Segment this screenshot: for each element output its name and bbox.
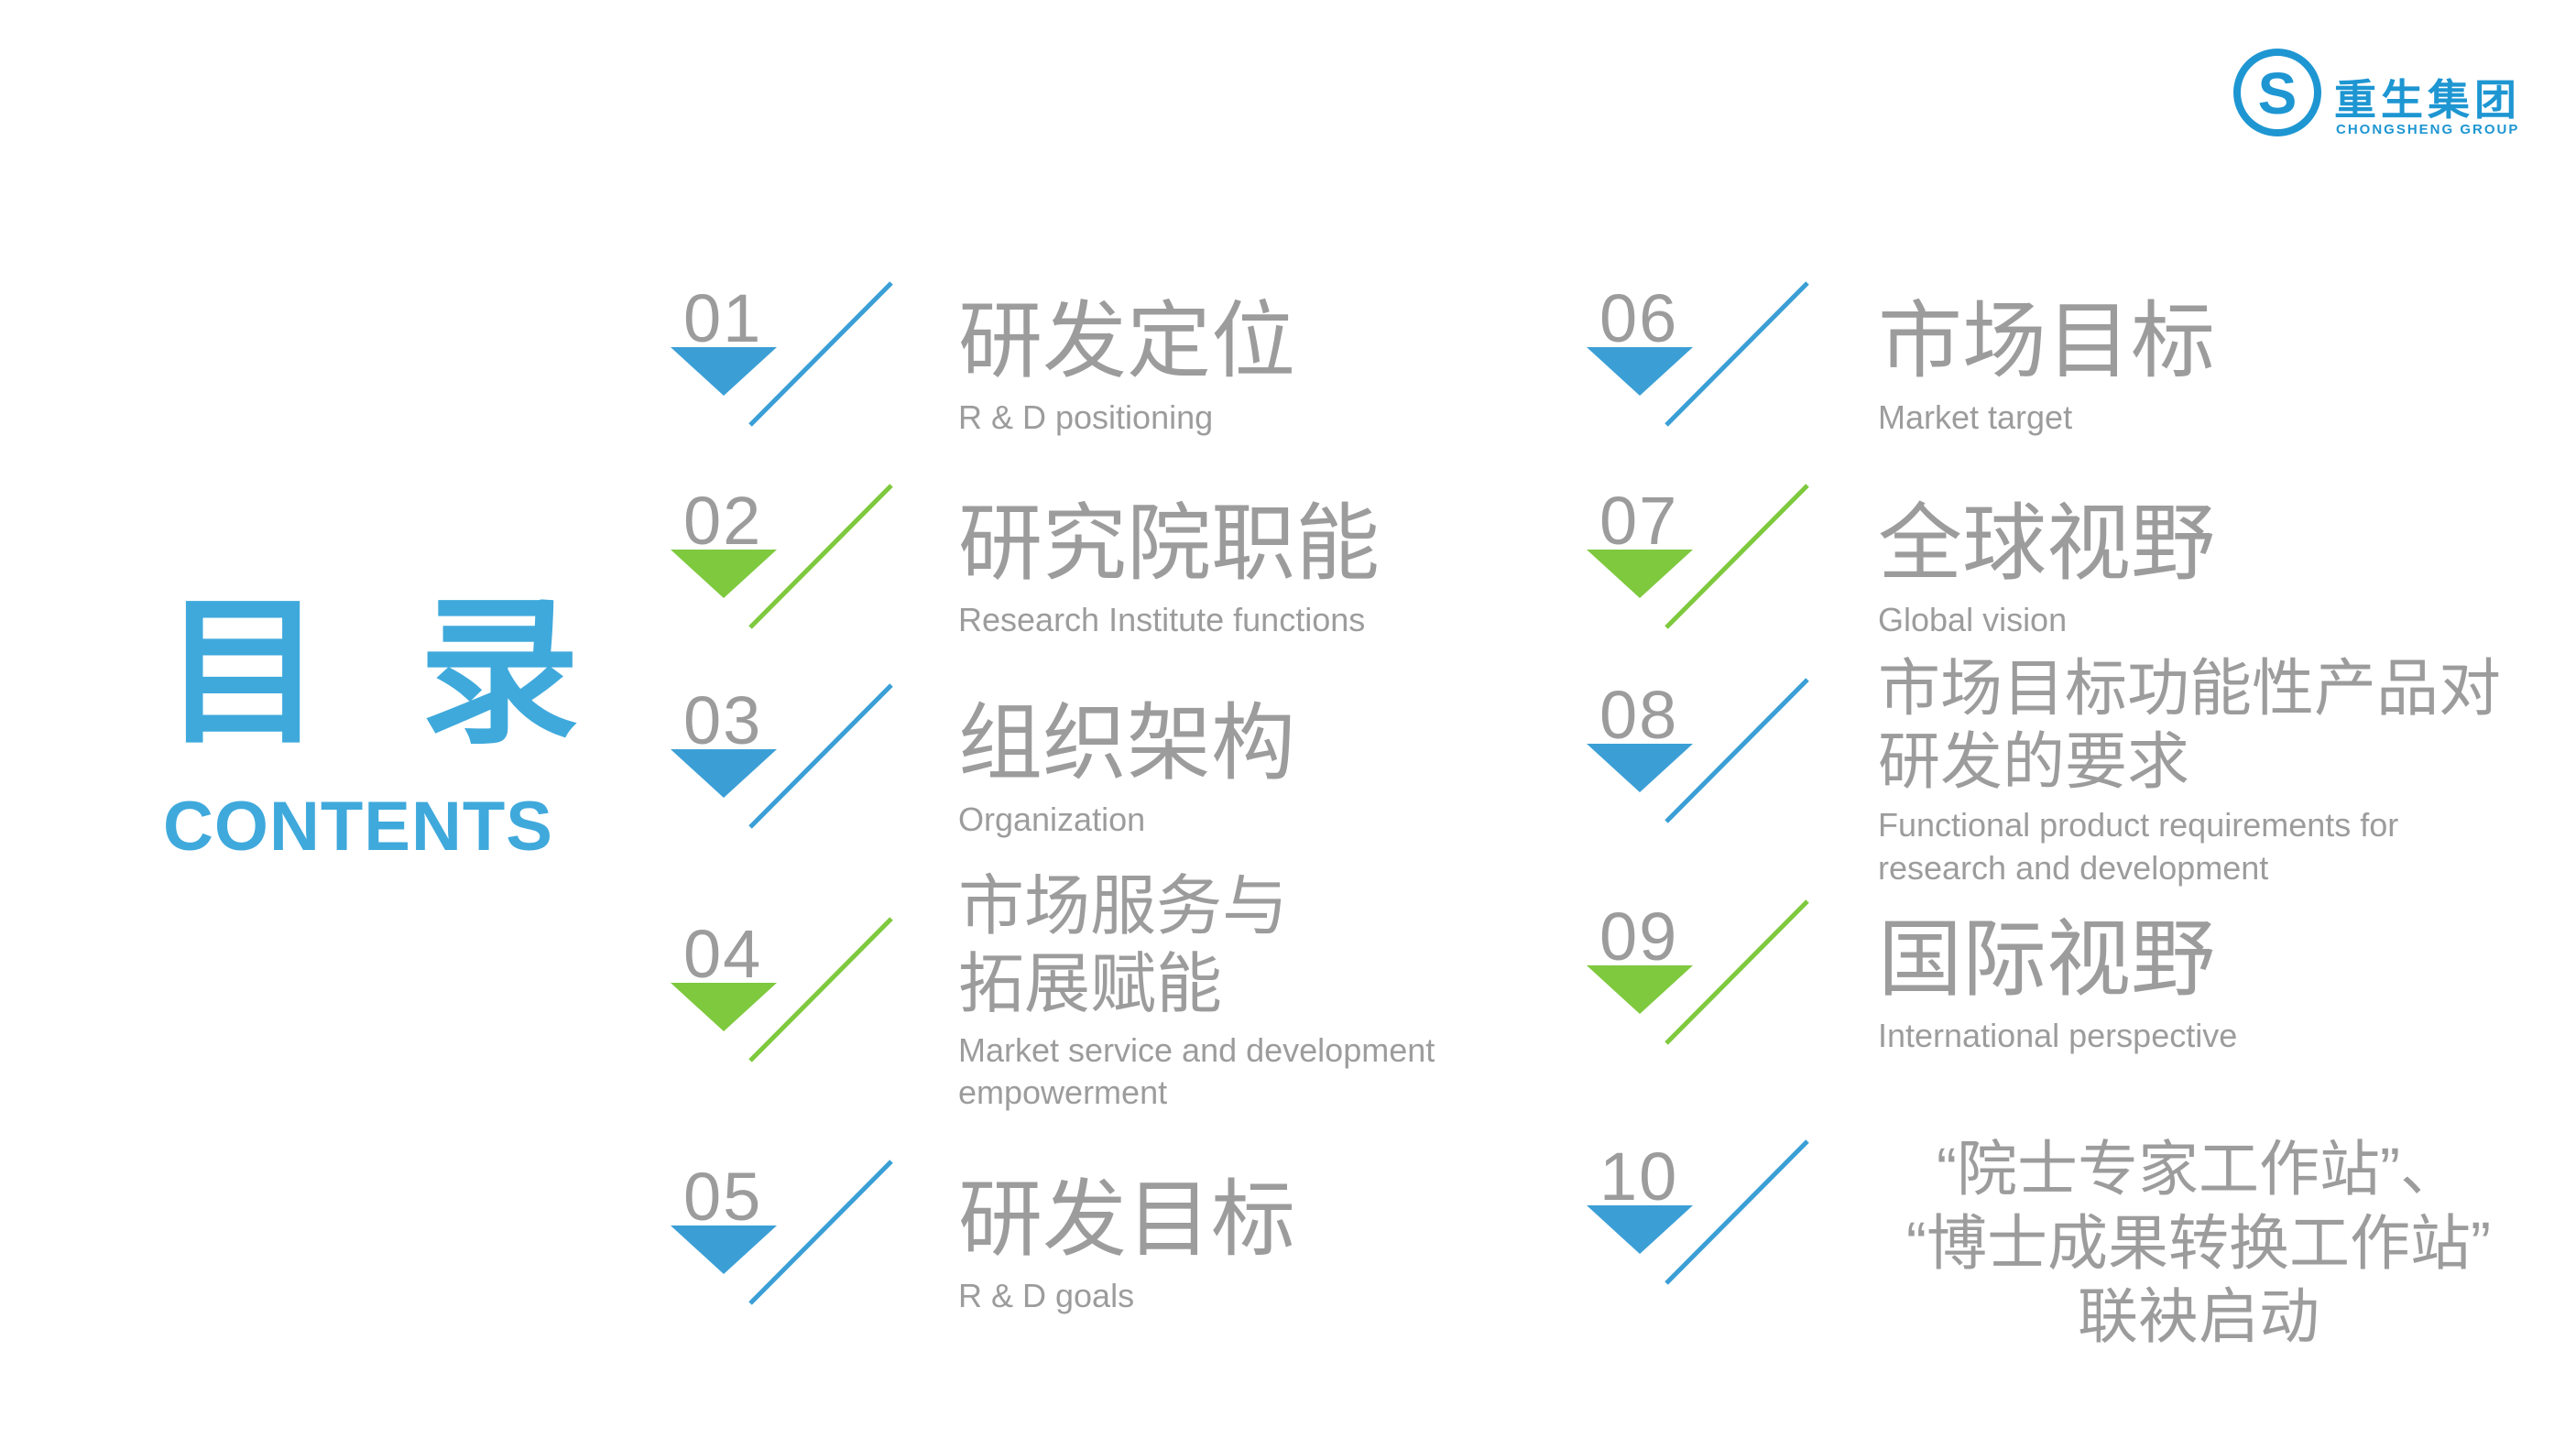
toc-item-text: 市场目标 Market target [1878,294,2574,439]
toc-item-subtitle: Global vision [1878,600,2068,638]
triangle-slash-icon [671,917,893,1062]
toc-item-marker: 04 [671,916,900,1074]
toc-item-number: 07 [1599,483,1679,559]
toc-item-subtitle: Market service and development empowerme… [958,1030,1435,1111]
toc-item-text: 研究院职能 Research Institute functions [958,496,1654,641]
toc-item-number: 10 [1599,1138,1679,1215]
logo-company-name-en: CHONGSHENG GROUP [2336,122,2519,137]
toc-item-marker: 09 [1587,899,1816,1057]
toc-item-text: 国际视野 International perspective [1878,912,2574,1057]
toc-item-marker: 10 [1587,1138,1816,1297]
toc-item-title: 国际视野 [1878,913,2216,1007]
toc-item-number: 03 [683,682,763,758]
toc-item-marker: 08 [1587,677,1816,835]
triangle-slash-icon [1587,899,1809,1045]
toc-item-number: 06 [1599,280,1679,356]
slide-title-cn: 目 录 [163,584,606,763]
toc-item-subtitle: Functional product requirements for rese… [1878,806,2399,887]
toc-item-subtitle: R & D positioning [958,398,1214,436]
toc-item-marker: 02 [671,483,900,641]
triangle-slash-icon [1587,1139,1809,1285]
toc-item-title: 研究院职能 [958,497,1381,591]
toc-item-text: 组织架构 Organization [958,696,1654,841]
toc-item-marker: 03 [671,682,900,841]
logo-monogram: S [2258,60,2298,126]
toc-item-marker: 01 [671,280,900,439]
toc-item-number: 09 [1599,899,1679,975]
toc-item-title: 研发目标 [958,1173,1296,1267]
toc-item-title: 市场目标 [1878,295,2216,388]
toc-item-text: 全球视野 Global vision [1878,496,2574,641]
toc-item-title: 全球视野 [1878,497,2216,591]
triangle-slash-icon [671,1160,893,1305]
toc-item-subtitle: Organization [958,800,1146,838]
toc-item-marker: 06 [1587,280,1816,439]
triangle-slash-icon [1587,281,1809,427]
toc-item-text: 市场服务与 拓展赋能 Market service and developmen… [958,868,1654,1114]
toc-item-number: 02 [683,483,763,559]
toc-item-text: 研发目标 R & D goals [958,1172,1654,1317]
toc-item-subtitle: R & D goals [958,1276,1135,1314]
logo-company-name-cn: 重生集团 [2334,76,2521,124]
toc-item-title: 市场服务与 拓展赋能 [958,870,1289,1021]
triangle-slash-icon [1587,484,1809,629]
toc-item-number: 05 [683,1159,763,1235]
toc-item-marker: 05 [671,1159,900,1317]
toc-item-text: 研发定位 R & D positioning [958,294,1654,439]
triangle-slash-icon [671,281,893,427]
toc-item-title: 研发定位 [958,295,1296,388]
toc-item-subtitle: International perspective [1878,1016,2238,1054]
toc-item-marker: 07 [1587,483,1816,641]
toc-item-text: 市场目标功能性产品对 研发的要求 Functional product requ… [1878,652,2574,889]
toc-item-title: “院士专家工作站”、 “博士成果转换工作站” 联袂启动 [1906,1135,2491,1351]
triangle-slash-icon [671,484,893,629]
toc-item-subtitle: Research Institute functions [958,600,1366,638]
toc-item-text: “院士专家工作站”、 “博士成果转换工作站” 联袂启动 [1878,1132,2519,1354]
company-logo: S 重生集团 CHONGSHENG GROUP [2232,42,2543,154]
toc-item-number: 04 [683,916,763,992]
slide-title: 目 录 CONTENTS [163,594,606,864]
toc-item-number: 08 [1599,677,1679,753]
triangle-slash-icon [1587,678,1809,823]
logo-mark-icon: S [2233,49,2321,136]
toc-item-title: 组织架构 [958,697,1296,790]
slide-title-en: CONTENTS [163,788,553,866]
triangle-slash-icon [671,683,893,829]
toc-item-title: 市场目标功能性产品对 研发的要求 [1878,654,2502,798]
toc-item-number: 01 [683,280,763,356]
toc-item-subtitle: Market target [1878,398,2073,436]
